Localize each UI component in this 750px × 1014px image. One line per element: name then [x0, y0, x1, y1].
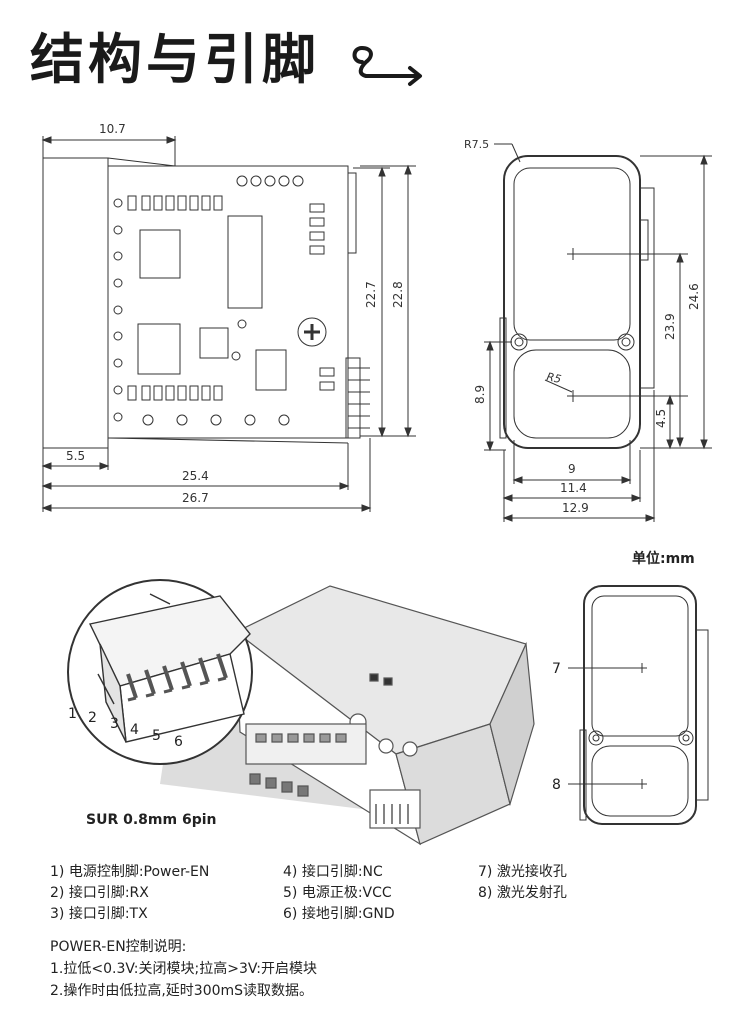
dim-height-outer: 22.8 [391, 281, 405, 308]
holes-view-drawing: 7 8 [552, 585, 709, 825]
unit-label: 单位:mm [632, 551, 695, 567]
pin-list-col2: 4) 接口引脚:NC 5) 电源正极:VCC 6) 接地引脚:GND [283, 862, 395, 925]
power-note-heading: POWER-EN控制说明: [50, 939, 187, 955]
pin-desc-7: 7) 激光接收孔 [478, 864, 567, 880]
dim-width-12: 12.9 [562, 501, 589, 515]
iso-view-drawing: 1 2 3 4 5 6 [67, 579, 535, 846]
dim-height-inner: 22.7 [364, 281, 378, 308]
power-en-note: POWER-EN控制说明: 1.拉低<0.3V:关闭模块;拉高>3V:开启模块 … [50, 936, 317, 1002]
pin-desc-1: 1) 电源控制脚:Power-EN [50, 864, 210, 880]
front-view-drawing: R7.5 R5 24.6 23.9 4.5 8.9 9 11.4 12.9 [464, 138, 712, 522]
side-view-drawing: 10.7 22.7 22.8 5.5 25.4 26.7 [41, 122, 416, 512]
curly-arrow-icon [352, 45, 422, 86]
power-note-line1: 1.拉低<0.3V:关闭模块;拉高>3V:开启模块 [50, 961, 318, 977]
pin-number-4: 4 [130, 722, 139, 738]
hole-label-7: 7 [552, 661, 561, 677]
power-note-line2: 2.操作时由低拉高,延时300mS读取数据。 [50, 983, 314, 999]
pin-number-2: 2 [88, 710, 97, 726]
dim-width-outer: 26.7 [182, 491, 209, 505]
pin-number-3: 3 [110, 716, 119, 732]
dim-center-to-center: 23.9 [663, 313, 677, 340]
dim-bottom-offset: 4.5 [654, 409, 668, 428]
pin-number-1: 1 [68, 706, 77, 722]
pin-desc-3: 3) 接口引脚:TX [50, 906, 148, 922]
hole-label-8: 8 [552, 777, 561, 793]
pin-desc-2: 2) 接口引脚:RX [50, 885, 149, 901]
pin-desc-4: 4) 接口引脚:NC [283, 864, 383, 880]
dim-lower-offset: 8.9 [473, 385, 487, 404]
pin-list-col3: 7) 激光接收孔 8) 激光发射孔 [478, 862, 567, 904]
pin-desc-5: 5) 电源正极:VCC [283, 885, 392, 901]
dim-width-11: 11.4 [560, 481, 587, 495]
dim-top-width: 10.7 [99, 122, 126, 136]
pin-desc-8: 8) 激光发射孔 [478, 885, 567, 901]
dim-width-9: 9 [568, 462, 576, 476]
dim-corner-radius: R7.5 [464, 138, 489, 151]
connector-spec-label: SUR 0.8mm 6pin [86, 812, 217, 828]
pin-number-5: 5 [152, 728, 161, 744]
pin-list-col1: 1) 电源控制脚:Power-EN 2) 接口引脚:RX 3) 接口引脚:TX [50, 862, 209, 925]
dim-bottom-left: 5.5 [66, 449, 85, 463]
dim-height-total: 24.6 [687, 283, 701, 310]
page-title: 结构与引脚 [30, 28, 320, 91]
pin-desc-6: 6) 接地引脚:GND [283, 906, 395, 922]
dim-width-inner: 25.4 [182, 469, 209, 483]
pin-number-6: 6 [174, 734, 183, 750]
dim-lens-radius: R5 [545, 370, 562, 386]
